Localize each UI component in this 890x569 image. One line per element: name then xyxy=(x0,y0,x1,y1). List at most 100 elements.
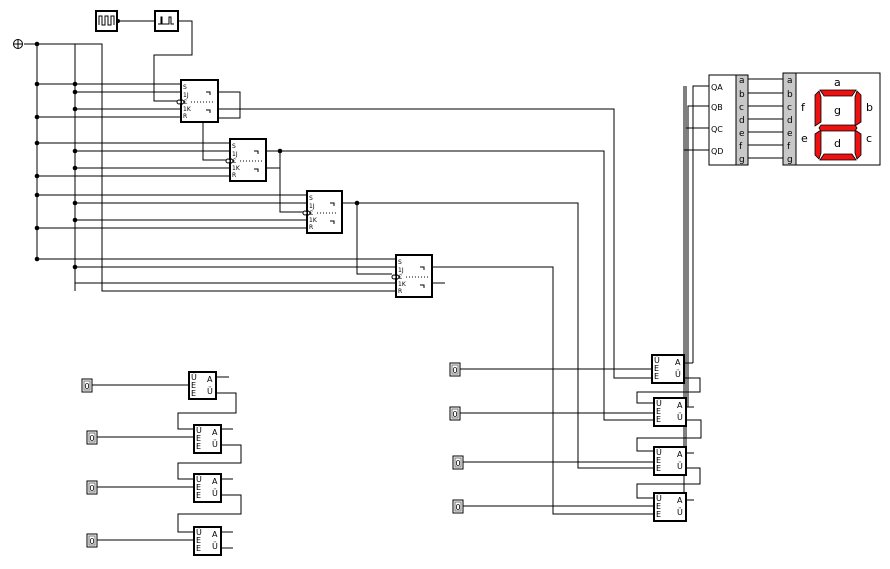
input-switch-4[interactable]: 0 xyxy=(86,533,98,548)
ff-pin-label: R xyxy=(398,288,402,295)
adder-input-label: E xyxy=(191,381,196,390)
ff-pin-label: S xyxy=(183,84,187,91)
ff-pin-label: R xyxy=(309,224,313,231)
adder-output-label: A xyxy=(212,530,218,539)
input-switches: 0 0 0 0 0 0 0 0 xyxy=(81,362,464,548)
segment-a xyxy=(819,89,857,97)
ff-pin-label: S xyxy=(398,259,402,266)
display-pin-c: c xyxy=(787,103,792,113)
adder-input-label: Ü xyxy=(196,474,202,484)
ff-pin-label: 1K xyxy=(183,106,192,113)
segment-g xyxy=(818,124,858,132)
adder-input-label: E xyxy=(196,483,201,492)
segment-label-f: f xyxy=(801,101,806,114)
ff-pin-label: R xyxy=(232,172,236,179)
adder-input-label: E xyxy=(196,442,201,451)
adder-input-label: E xyxy=(191,389,196,398)
adder-output-label: Ü xyxy=(675,369,681,379)
input-switch-6[interactable]: 0 xyxy=(449,406,461,421)
adder-input-label: Ü xyxy=(191,372,197,382)
switch-value: 0 xyxy=(90,484,95,493)
segment-label-c: c xyxy=(866,132,872,145)
adder-input-label: E xyxy=(656,415,661,424)
display-pin-e: e xyxy=(787,129,793,139)
segment-d xyxy=(819,153,857,161)
decoder-output-d: d xyxy=(739,116,745,126)
adder-input-label: E xyxy=(196,491,201,500)
adder-input-label: E xyxy=(196,434,201,443)
adder-input-label: E xyxy=(196,536,201,545)
decoder-input-qb: QB xyxy=(711,103,723,112)
adder-input-label: E xyxy=(656,407,661,416)
clock-generator[interactable] xyxy=(95,10,118,32)
decoder-output-c: c xyxy=(739,103,744,113)
switch-value: 0 xyxy=(456,503,461,512)
adder-output-label: A xyxy=(212,428,218,437)
display-pin-g: g xyxy=(787,155,793,165)
input-switch-2[interactable]: 0 xyxy=(86,430,98,445)
display-pin-d: d xyxy=(787,116,793,126)
display-pin-a: a xyxy=(787,76,793,86)
adder-output-label: Ü xyxy=(677,412,683,422)
adder-input-label: E xyxy=(654,372,659,381)
power-source-icon xyxy=(13,39,23,49)
decoder-output-e: e xyxy=(739,129,745,139)
switch-value: 0 xyxy=(90,434,95,443)
segment-label-e: e xyxy=(801,132,808,145)
ff-pin-label: 1J xyxy=(183,92,189,99)
segment-f xyxy=(814,90,822,127)
switch-value: 0 xyxy=(90,537,95,546)
adder-output-label: Ü xyxy=(212,541,218,551)
adder-output-label: A xyxy=(675,358,681,367)
segment-label-g: g xyxy=(834,104,841,117)
input-switch-3[interactable]: 0 xyxy=(86,480,98,495)
input-switch-8[interactable]: 0 xyxy=(452,499,464,514)
switch-value: 0 xyxy=(456,459,461,468)
monoflop xyxy=(154,10,179,32)
adder-input-label: Ü xyxy=(196,527,202,537)
adder-input-label: Ü xyxy=(656,447,662,457)
input-switch-5[interactable]: 0 xyxy=(449,362,461,377)
segment-c xyxy=(854,129,862,160)
switch-value: 0 xyxy=(453,366,458,375)
adder-input-label: E xyxy=(654,364,659,373)
segment-e xyxy=(814,129,822,160)
input-switch-7[interactable]: 0 xyxy=(452,455,464,470)
adder-output-label: A xyxy=(212,477,218,486)
decoder-output-g: g xyxy=(739,155,745,165)
adder-output-label: Ü xyxy=(212,439,218,449)
adder-input-label: Ü xyxy=(196,425,202,435)
adder-output-label: Ü xyxy=(212,488,218,498)
decoder-input-qa: QA xyxy=(711,83,723,92)
display-pin-b: b xyxy=(787,90,793,100)
decoder-output-f: f xyxy=(739,142,743,152)
adder-output-label: A xyxy=(677,401,683,410)
ff-pin-label: 1J xyxy=(232,151,238,158)
adder-input-label: E xyxy=(656,456,661,465)
adder-input-label: Ü xyxy=(656,493,662,503)
segment-b xyxy=(854,90,862,127)
adder-input-label: Ü xyxy=(654,355,660,365)
decoder-output-b: b xyxy=(739,90,745,100)
adder-input-label: E xyxy=(196,544,201,553)
input-switch-1[interactable]: 0 xyxy=(81,378,93,393)
adder-output-label: Ü xyxy=(207,386,213,396)
ff-pin-label: S xyxy=(232,143,236,150)
display-pin-f: f xyxy=(787,142,791,152)
decoder-input-qc: QC xyxy=(711,125,723,134)
